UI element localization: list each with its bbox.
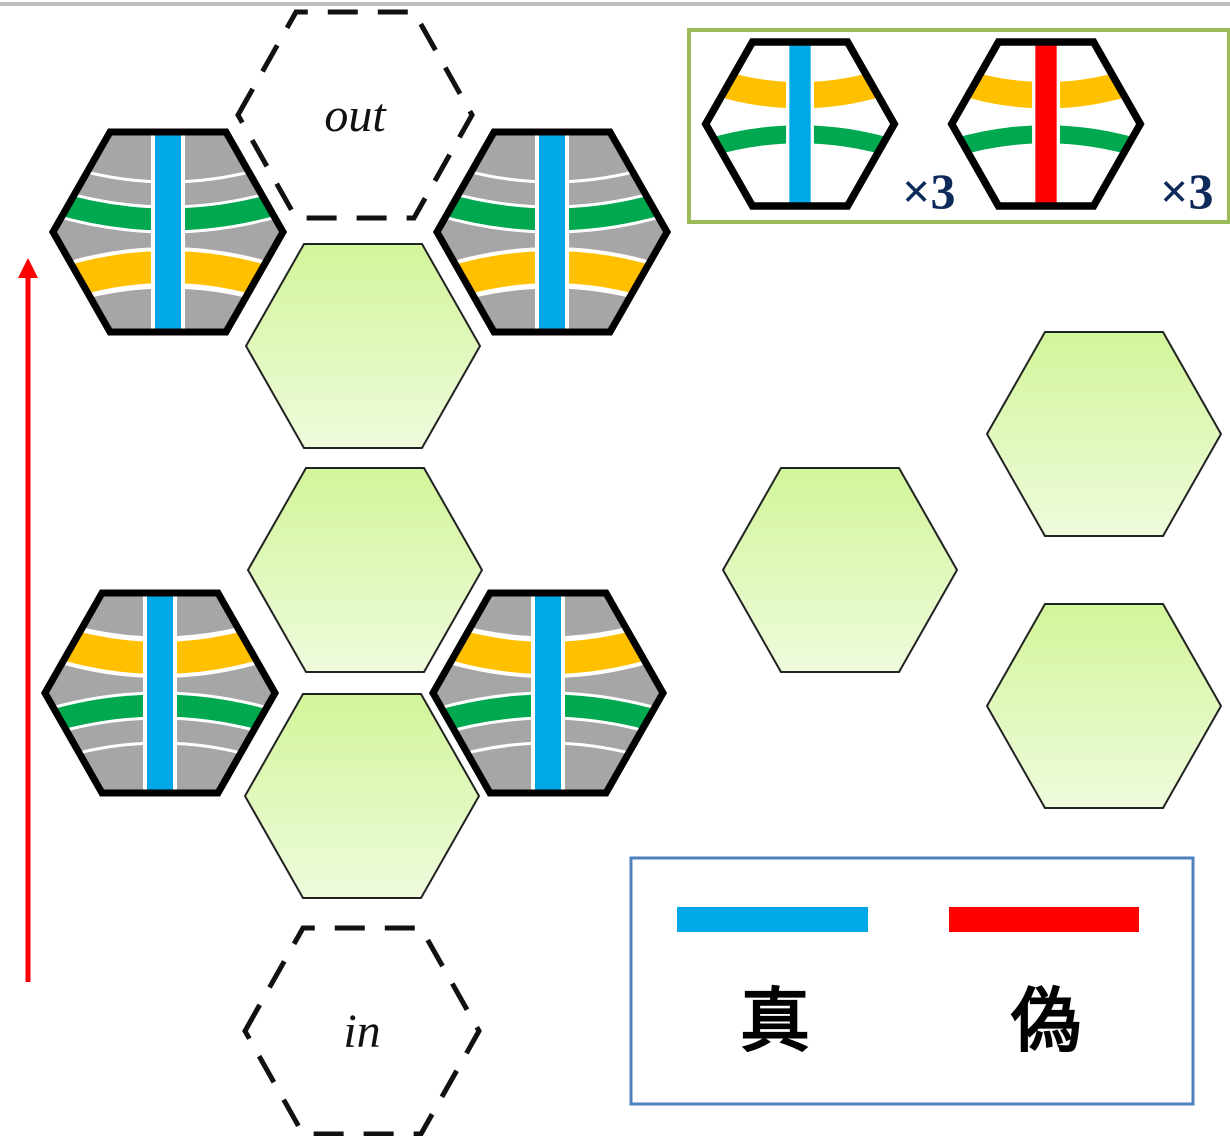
inventory-tile-true-icon[interactable] (701, 38, 899, 210)
legend-true-swatch (677, 907, 868, 932)
legend-true-label: 真 (740, 980, 810, 1062)
true-tile-count: ×3 (902, 163, 956, 219)
legend-false-swatch (949, 907, 1139, 932)
false-tile-count: ×3 (1160, 163, 1214, 219)
output-slot: out (235, 9, 475, 221)
input-slot: in (242, 925, 482, 1136)
spare-hex-slot[interactable] (721, 467, 959, 673)
legend: 真 偽 (629, 856, 1195, 1106)
in-label: in (343, 1005, 380, 1058)
empty-hex-slot[interactable] (246, 467, 484, 673)
empty-hex-slot[interactable] (244, 243, 482, 449)
spare-hex-slot[interactable] (985, 331, 1223, 537)
gate-tile-true-icon[interactable] (428, 589, 668, 797)
out-label: out (324, 89, 387, 142)
gate-tile-true-icon[interactable] (432, 128, 672, 336)
spare-hex-slot[interactable] (985, 603, 1223, 809)
tile-inventory: ×3 ×3 (687, 28, 1230, 224)
inventory-tile-false-icon[interactable] (947, 38, 1145, 210)
gate-tile-true-icon[interactable] (40, 589, 280, 797)
legend-border (629, 856, 1195, 1106)
empty-hex-slot[interactable] (243, 693, 481, 899)
gate-tile-true-icon[interactable] (48, 128, 288, 336)
legend-false-label: 偽 (1010, 980, 1081, 1062)
